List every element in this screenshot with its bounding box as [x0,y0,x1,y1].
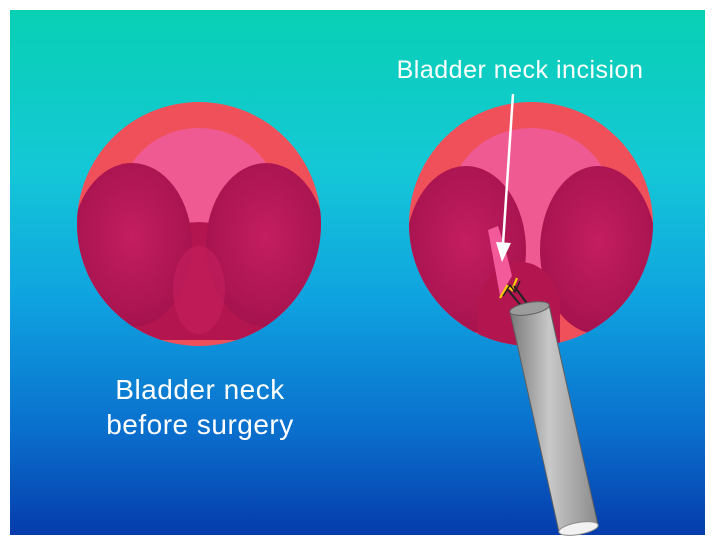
channel-highlight [173,246,225,334]
before-label-line-1: Bladder neck [60,372,340,407]
before-surgery-label: Bladder neck before surgery [60,372,340,442]
before-label-line-2: before surgery [60,407,340,442]
incision-label: Bladder neck incision [330,56,710,85]
